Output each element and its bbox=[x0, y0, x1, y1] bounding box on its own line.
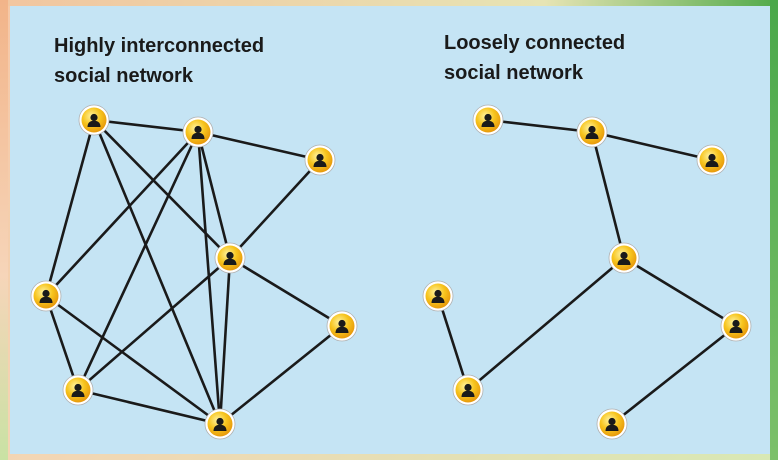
left-edge-a-h bbox=[92, 118, 222, 426]
person-icon bbox=[39, 289, 53, 303]
left-node-e bbox=[30, 280, 62, 312]
person-icon bbox=[213, 417, 227, 431]
right-node-q bbox=[576, 116, 608, 148]
right-network-nodes bbox=[422, 104, 752, 440]
left-edge-g-h bbox=[76, 388, 222, 426]
left-edge-b-e bbox=[44, 130, 200, 298]
left-node-d bbox=[214, 242, 246, 274]
left-node-a bbox=[78, 104, 110, 136]
person-icon bbox=[335, 319, 349, 333]
left-edge-f-h bbox=[218, 324, 344, 426]
left-title-line-2: social network bbox=[54, 65, 193, 87]
left-edge-a-b bbox=[92, 118, 200, 134]
frame-right bbox=[770, 0, 778, 460]
left-edge-b-g bbox=[76, 130, 200, 392]
right-node-w bbox=[596, 408, 628, 440]
left-node-f bbox=[326, 310, 358, 342]
person-icon bbox=[605, 417, 619, 431]
left-edge-b-d bbox=[196, 130, 232, 260]
person-icon bbox=[461, 383, 475, 397]
person-icon bbox=[481, 113, 495, 127]
right-node-s bbox=[608, 242, 640, 274]
left-edge-a-e bbox=[44, 118, 96, 298]
right-edge-u-w bbox=[610, 324, 738, 426]
left-network-edges bbox=[44, 118, 344, 426]
right-node-v bbox=[452, 374, 484, 406]
right-edge-q-s bbox=[590, 130, 626, 260]
person-icon bbox=[191, 125, 205, 139]
person-icon bbox=[313, 153, 327, 167]
left-edge-e-h bbox=[44, 294, 222, 426]
left-network-nodes bbox=[30, 104, 358, 440]
person-icon bbox=[431, 289, 445, 303]
left-edge-d-g bbox=[76, 256, 232, 392]
frame-left bbox=[0, 0, 8, 460]
left-edge-d-h bbox=[218, 256, 232, 426]
right-network-edges bbox=[436, 118, 738, 426]
right-title-line-2: social network bbox=[444, 62, 583, 84]
right-edge-q-r bbox=[590, 130, 714, 162]
person-icon bbox=[71, 383, 85, 397]
frame-top bbox=[0, 0, 778, 6]
left-node-c bbox=[304, 144, 336, 176]
diagram-panel: Highly interconnected social network Loo… bbox=[10, 6, 770, 454]
left-edge-d-f bbox=[228, 256, 344, 328]
person-icon bbox=[729, 319, 743, 333]
left-edge-a-d bbox=[92, 118, 232, 260]
person-icon bbox=[705, 153, 719, 167]
right-edge-s-u bbox=[622, 256, 738, 328]
person-icon bbox=[223, 251, 237, 265]
left-edge-b-h bbox=[196, 130, 222, 426]
right-node-t bbox=[422, 280, 454, 312]
left-edge-b-c bbox=[196, 130, 322, 162]
left-node-g bbox=[62, 374, 94, 406]
left-node-h bbox=[204, 408, 236, 440]
person-icon bbox=[617, 251, 631, 265]
right-edge-t-v bbox=[436, 294, 470, 392]
right-edge-p-q bbox=[486, 118, 594, 134]
person-icon bbox=[585, 125, 599, 139]
right-node-r bbox=[696, 144, 728, 176]
left-edge-e-g bbox=[44, 294, 80, 392]
left-title-line-1: Highly interconnected bbox=[54, 35, 265, 57]
right-title-line-1: Loosely connected bbox=[444, 32, 626, 54]
right-node-p bbox=[472, 104, 504, 136]
left-node-b bbox=[182, 116, 214, 148]
person-icon bbox=[87, 113, 101, 127]
left-network-title: Highly interconnected social network bbox=[54, 31, 264, 91]
right-edge-s-v bbox=[466, 256, 626, 392]
left-edge-c-d bbox=[228, 158, 322, 260]
right-network-title: Loosely connected social network bbox=[444, 28, 625, 88]
right-node-u bbox=[720, 310, 752, 342]
